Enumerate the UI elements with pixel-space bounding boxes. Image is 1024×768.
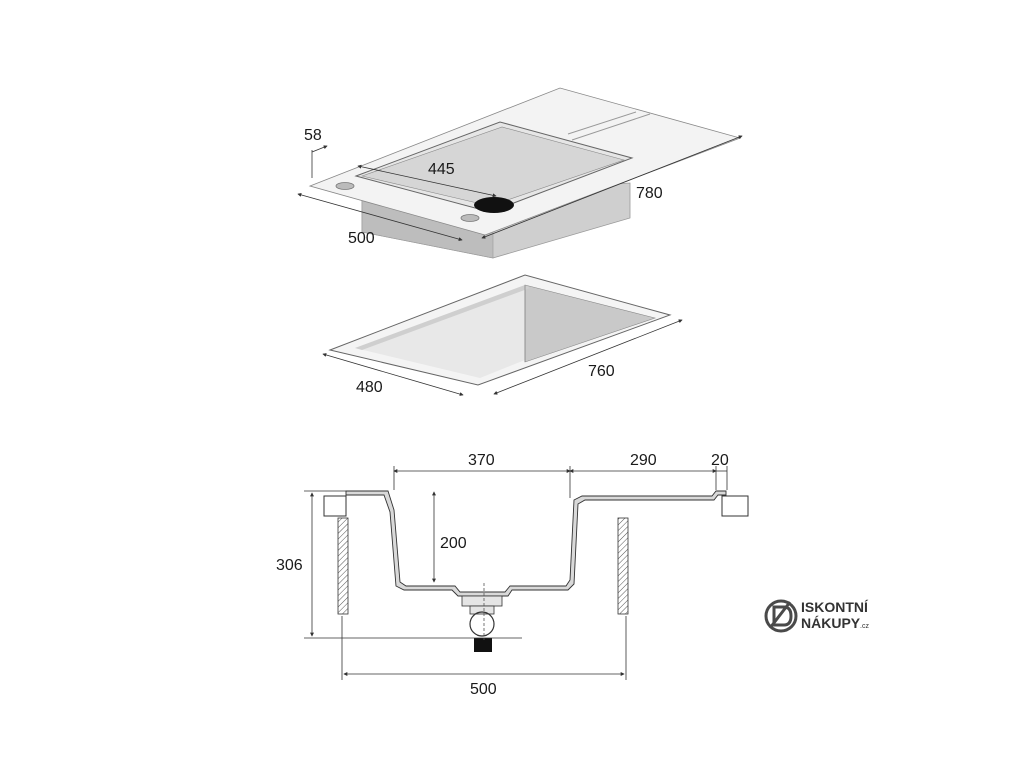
drain-fitting bbox=[461, 595, 503, 607]
logo-line-2: NÁKUPY bbox=[801, 615, 861, 631]
section-view: 370 290 20 200 306 500 bbox=[276, 452, 749, 698]
cabinet-panel-right bbox=[617, 517, 629, 615]
cutout-view: 480 760 bbox=[322, 274, 683, 396]
worktop-left bbox=[323, 495, 347, 517]
brand-logo: ISKONTNÍ NÁKUPY .cz bbox=[764, 599, 869, 633]
logo-mark-icon bbox=[764, 599, 798, 633]
dim-500-top: 500 bbox=[348, 230, 375, 247]
waste-pipe bbox=[474, 638, 492, 652]
dim-780: 780 bbox=[636, 185, 663, 202]
logo-line-1: ISKONTNÍ bbox=[801, 599, 869, 615]
sink-profile bbox=[345, 490, 727, 597]
dim-480: 480 bbox=[356, 379, 383, 396]
dim-306: 306 bbox=[276, 557, 303, 574]
dim-58: 58 bbox=[304, 127, 322, 144]
dim-200: 200 bbox=[440, 535, 467, 552]
tap-hole-left bbox=[335, 182, 355, 190]
drain-hole bbox=[474, 197, 514, 213]
worktop-right bbox=[721, 495, 749, 517]
dim-20: 20 bbox=[711, 452, 729, 469]
cabinet-panel-left bbox=[337, 517, 349, 615]
dim-370: 370 bbox=[468, 452, 495, 469]
dim-445: 445 bbox=[428, 161, 455, 178]
siphon-bend bbox=[469, 611, 495, 637]
sink-top-view: 58 445 780 500 bbox=[297, 87, 743, 259]
dim-760: 760 bbox=[588, 363, 615, 380]
dim-290: 290 bbox=[630, 452, 657, 469]
dim-500-section: 500 bbox=[470, 681, 497, 698]
logo-suffix: .cz bbox=[860, 623, 869, 630]
tap-hole-right bbox=[460, 214, 480, 222]
